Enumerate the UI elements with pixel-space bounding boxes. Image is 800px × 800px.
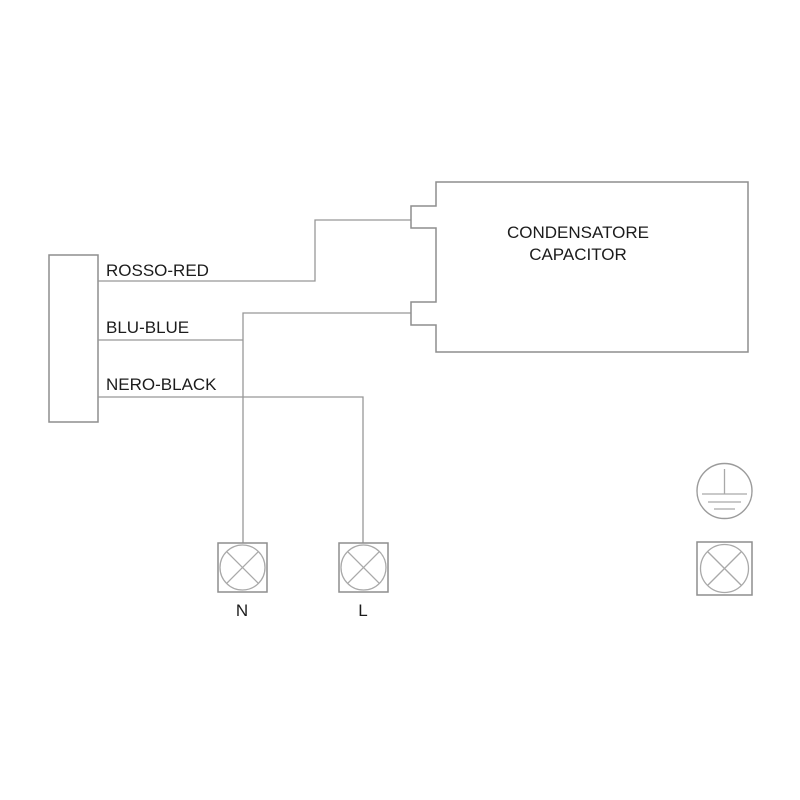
wire-black bbox=[98, 396, 364, 543]
wire-red bbox=[98, 219, 411, 282]
terminal-l-lamp-x-icon bbox=[338, 542, 389, 593]
capacitor-label: CONDENSATORE CAPACITOR bbox=[462, 222, 694, 266]
wire-blue bbox=[98, 312, 411, 543]
terminal-l-label: L bbox=[358, 601, 368, 620]
capacitor-label-line1: CONDENSATORE bbox=[506, 223, 649, 242]
wire-blue-label: BLU-BLUE bbox=[106, 318, 190, 337]
terminal-n-label: N bbox=[235, 601, 249, 620]
wire-black-label: NERO-BLACK bbox=[106, 375, 217, 394]
motor-connector-box bbox=[48, 254, 99, 423]
wire-red-label: ROSSO-RED bbox=[106, 261, 209, 280]
terminal-n-lamp-x-icon bbox=[217, 542, 268, 593]
protective-earth-icon bbox=[696, 462, 753, 520]
lamp-x-icon bbox=[696, 541, 753, 596]
capacitor-label-line2: CAPACITOR bbox=[529, 245, 627, 264]
capacitor-box bbox=[410, 181, 749, 353]
